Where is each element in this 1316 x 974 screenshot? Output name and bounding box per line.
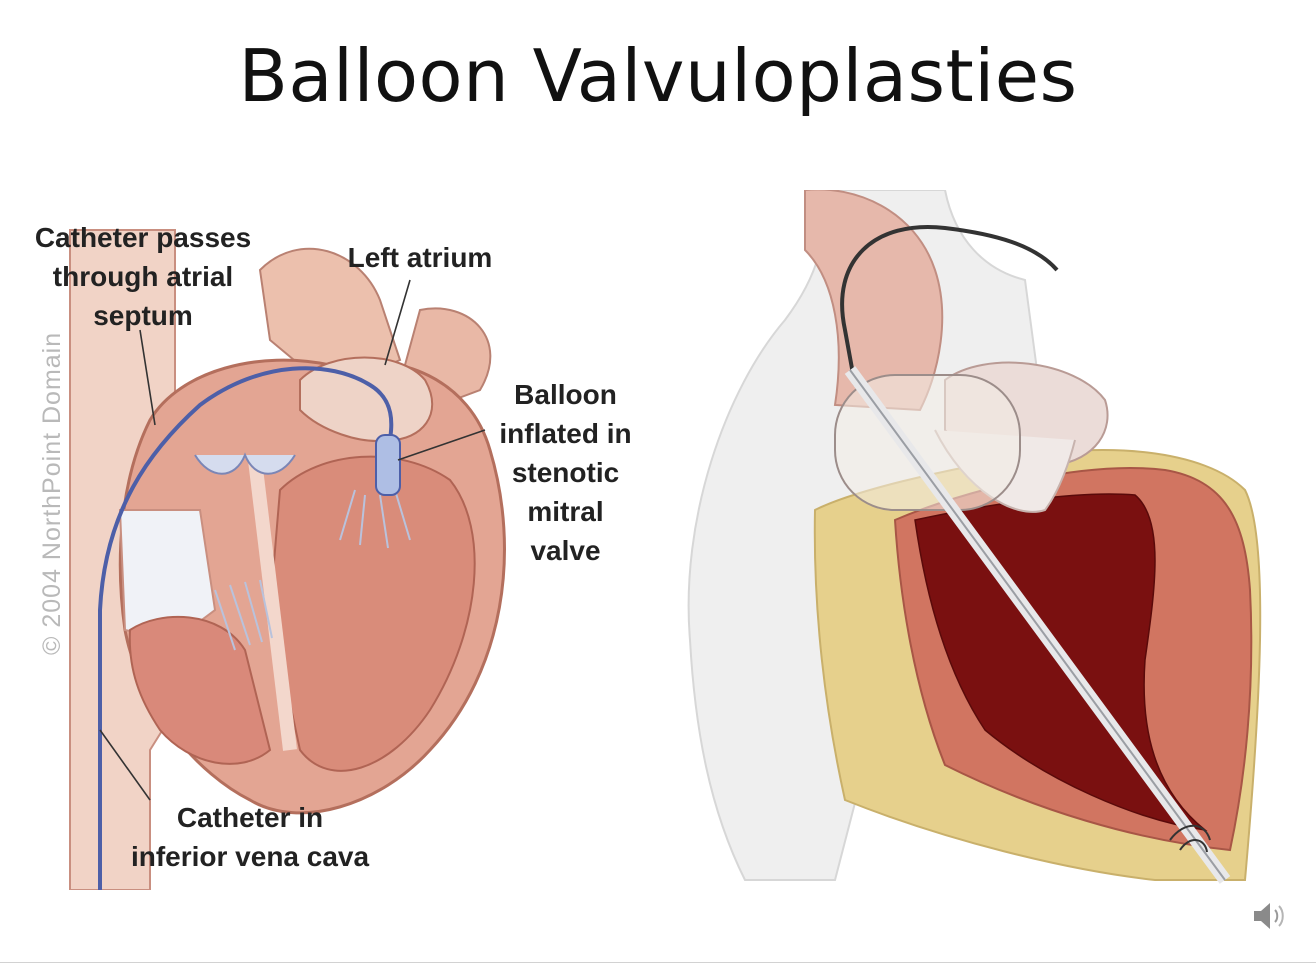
label-inferior-vena-cava: Catheter in inferior vena cava	[130, 802, 370, 872]
label-balloon-mitral-valve: Balloon inflated in stenotic mitral valv…	[499, 379, 632, 566]
speaker-icon[interactable]	[1248, 896, 1288, 936]
speaker-glyph	[1254, 903, 1284, 929]
heart-cross-section-drawing	[69, 229, 506, 891]
label-left-atrium: Left atrium	[347, 242, 493, 273]
aortic-balloon-illustration	[685, 188, 1275, 890]
heart-cutaway-drawing	[687, 188, 1262, 884]
mitral-valvuloplasty-illustration: Catheter passes through atrial septum Le…	[0, 190, 680, 891]
label-atrial-septum: Catheter passes through atrial septum	[34, 222, 252, 331]
image-credit: © 2004 NorthPoint Domain	[38, 331, 66, 655]
bottom-divider	[0, 962, 1316, 963]
slide-title: Balloon Valvuloplasties	[238, 34, 1078, 118]
